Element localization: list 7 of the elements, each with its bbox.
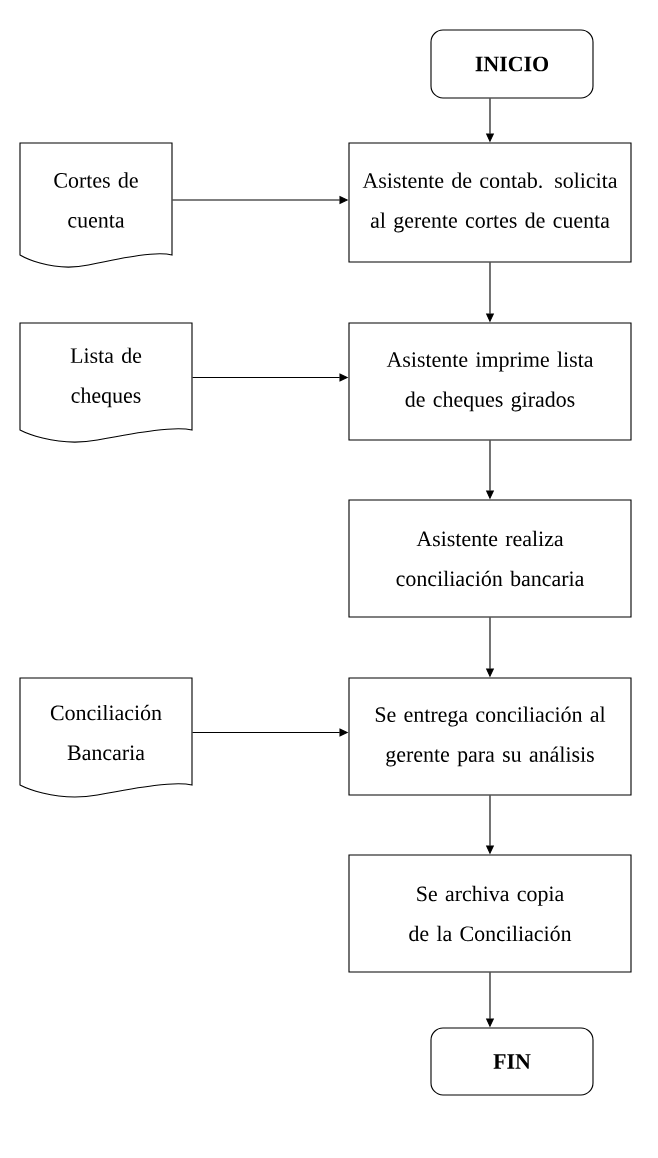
process-box: Asistente de contab. solicita al gerente cortes de cuenta xyxy=(348,142,632,263)
terminal-box: INICIO xyxy=(430,29,594,99)
process-box: Asistente realiza conciliación bancaria xyxy=(348,499,632,618)
process-box: Asistente imprime lista de cheques girados xyxy=(348,322,632,441)
terminal-box: FIN xyxy=(430,1027,594,1096)
process-box: Se archiva copia de la Conciliación xyxy=(348,854,632,973)
process-box: Se entrega conciliación al gerente para su análisis xyxy=(348,677,632,796)
